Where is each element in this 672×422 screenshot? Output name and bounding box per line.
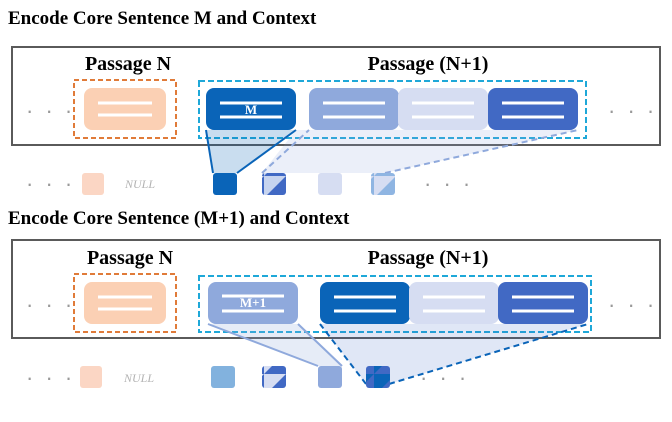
panel-2-sentence-m1-label: M+1 [240, 295, 266, 310]
panel-2-sentence-4 [498, 282, 588, 324]
panel-2-context-box [198, 275, 592, 333]
panel-1-title: Encode Core Sentence M and Context [8, 8, 317, 29]
panel-2-sentence-3 [409, 282, 499, 324]
panel-1-right-ellipsis: · · · [608, 98, 657, 123]
panel-2-token-left-ellipsis: · · · [26, 365, 75, 390]
panel-2-sentence-m1: M+1 [208, 282, 298, 324]
panel-2-null-token [80, 366, 102, 388]
panel-1-context-box [198, 80, 587, 139]
panel-2-passage-n-sentence [84, 282, 166, 324]
panel-1-token-3 [318, 173, 342, 195]
panel-2-null-label: NULL [123, 371, 154, 385]
panel-1-sentence-3 [398, 88, 488, 130]
panel-1-projection-core [206, 130, 296, 173]
panel-2-passage-n-label: Passage N [87, 247, 174, 269]
panel-2-sentence-2 [320, 282, 410, 324]
panel-1-passage-n-sentence [84, 88, 166, 130]
panel-1-token-m [213, 173, 237, 195]
panel-1-passage-n-label: Passage N [85, 53, 172, 75]
panel-2: Encode Core Sentence (M+1) and Context ·… [8, 208, 661, 390]
panel-2-left-ellipsis: · · · [26, 292, 75, 317]
panel-2-token-m1 [318, 366, 342, 388]
panel-2-right-ellipsis: · · · [608, 292, 657, 317]
panel-2-token-2 [262, 366, 286, 388]
panel-2-passage-n1-label: Passage (N+1) [368, 247, 489, 269]
panel-1-token-4 [371, 173, 395, 195]
panel-1-sentence-m-label: M [245, 102, 257, 117]
panel-2-title: Encode Core Sentence (M+1) and Context [8, 208, 350, 229]
panel-2-token-1 [211, 366, 235, 388]
panel-1-null-label: NULL [124, 177, 155, 191]
panel-2-token-4 [366, 366, 390, 388]
panel-1-left-ellipsis: · · · [26, 98, 75, 123]
panel-1-passage-n1-label: Passage (N+1) [368, 53, 489, 75]
panel-1-token-2 [262, 173, 286, 195]
panel-2-passage-n-box [73, 273, 177, 333]
panel-1-token-right-ellipsis: · · · [424, 171, 473, 196]
panel-1-passage-n-box [73, 79, 177, 139]
panel-1-sentence-m: M [206, 88, 296, 130]
panel-1-null-token [82, 173, 104, 195]
panel-1-token-left-ellipsis: · · · [26, 171, 75, 196]
panel-1-projection-context [262, 130, 578, 173]
panel-1: Encode Core Sentence M and Context · · ·… [8, 8, 661, 196]
panel-1-sentence-4 [488, 88, 578, 130]
panel-2-token-right-ellipsis: · · · [420, 365, 469, 390]
panel-1-sentence-2 [309, 88, 399, 130]
